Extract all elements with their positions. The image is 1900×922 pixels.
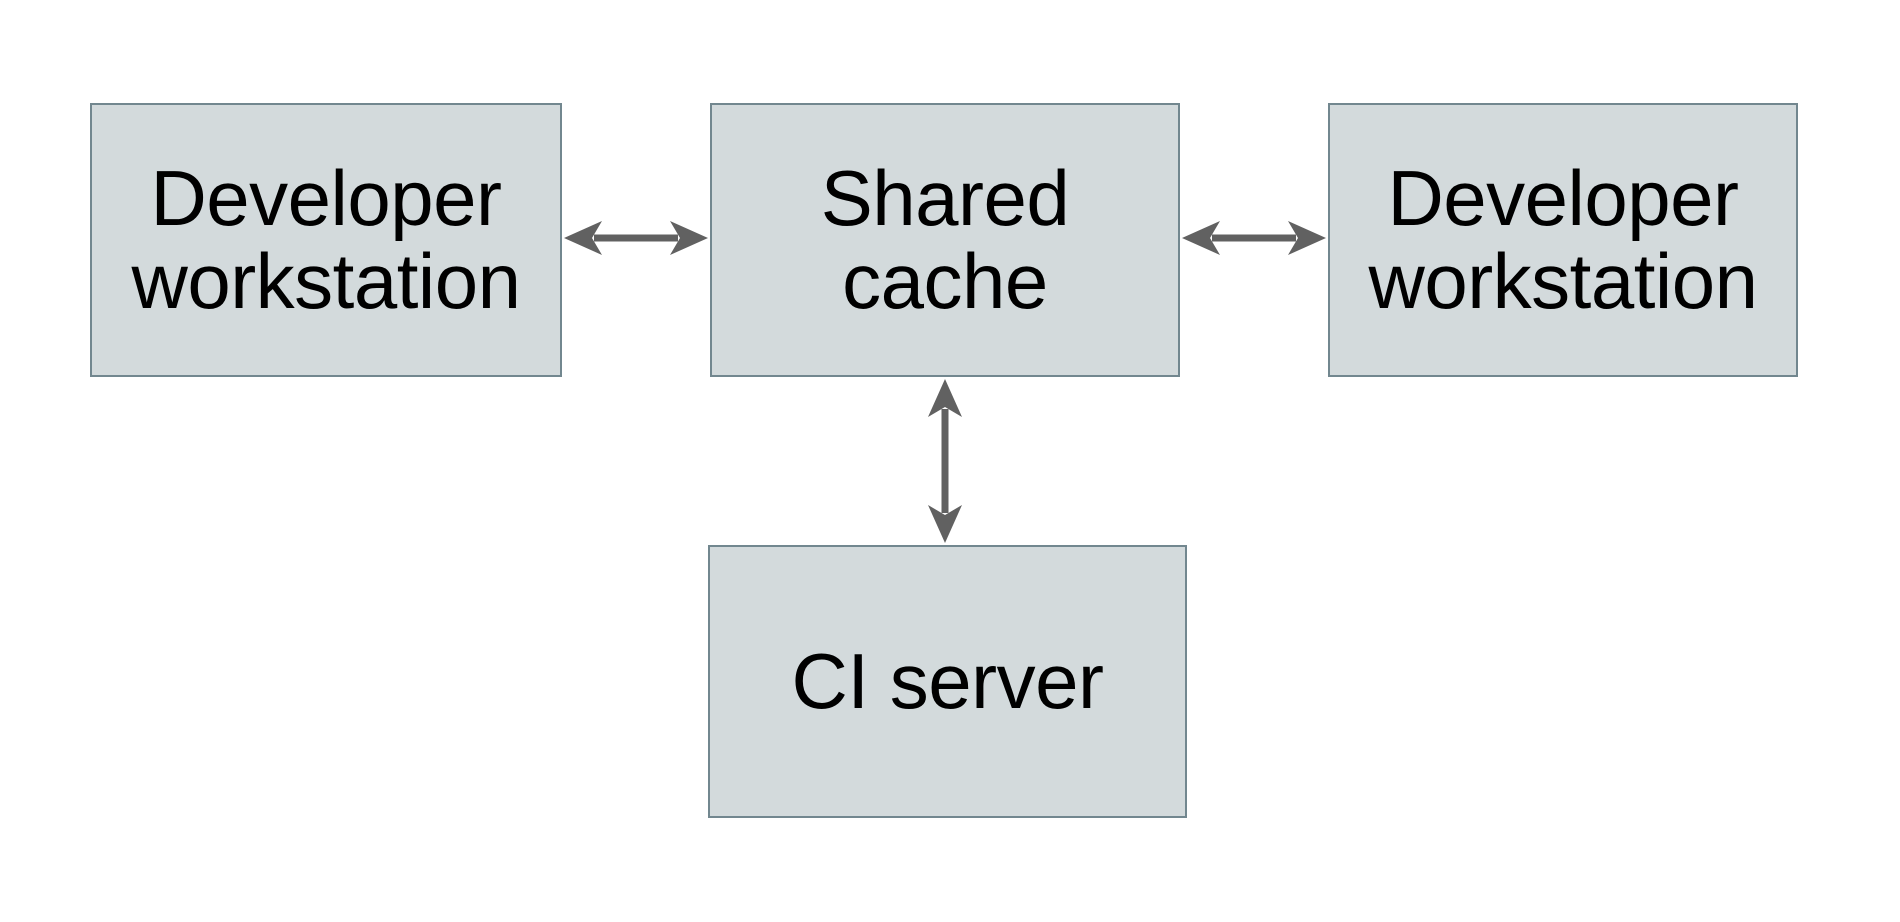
arrowhead-right-icon	[1288, 221, 1326, 255]
node-label: Shared cache	[820, 153, 1070, 325]
node-shared-cache: Shared cache	[710, 103, 1180, 377]
double-arrow-cache-ciserver	[928, 379, 962, 543]
arrowhead-left-icon	[564, 221, 602, 255]
node-label: Developer workstation	[1368, 153, 1759, 325]
arrowhead-down-icon	[928, 505, 962, 543]
arrowhead-right-icon	[670, 221, 708, 255]
node-developer-workstation-right: Developer workstation	[1328, 103, 1798, 377]
node-developer-workstation-left: Developer workstation	[90, 103, 562, 377]
double-arrow-devleft-cache	[564, 221, 708, 255]
node-label: CI server	[791, 636, 1104, 725]
arrowhead-up-icon	[928, 379, 962, 417]
arrowhead-left-icon	[1182, 221, 1220, 255]
double-arrow-cache-devright	[1182, 221, 1326, 255]
node-label: Developer workstation	[131, 153, 522, 325]
node-ci-server: CI server	[708, 545, 1187, 818]
